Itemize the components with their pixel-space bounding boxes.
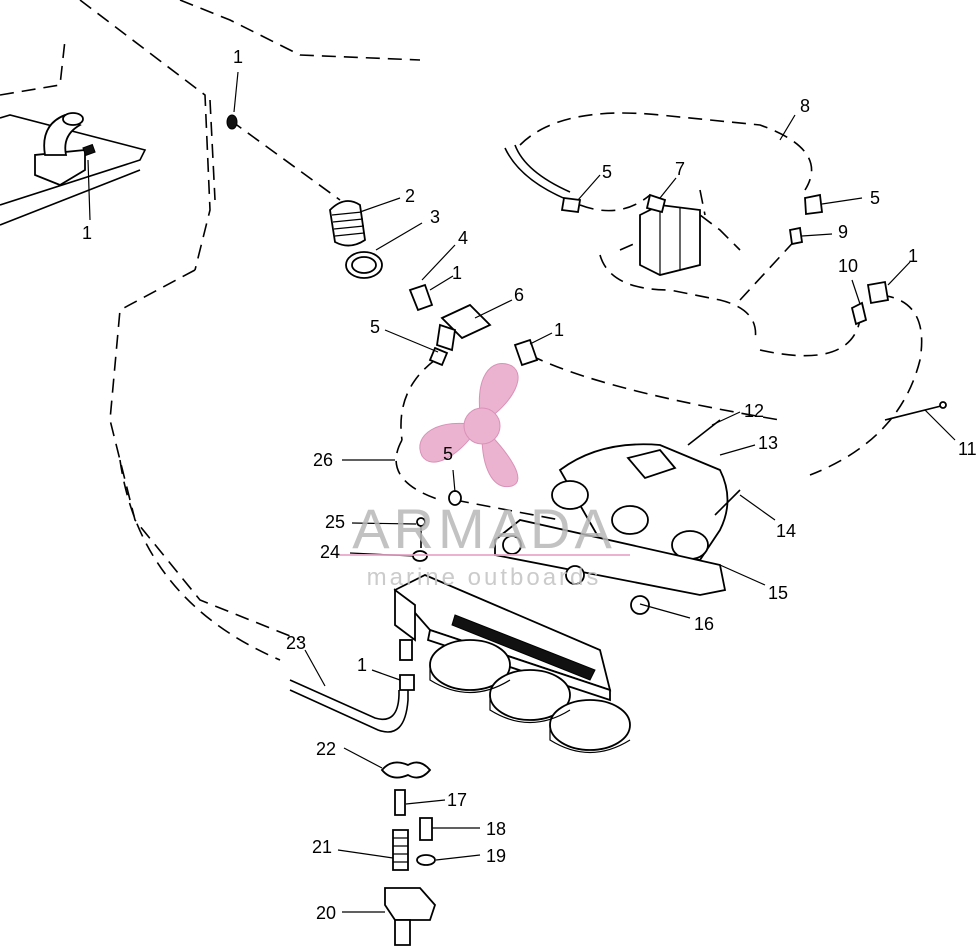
- callout-label: 26: [313, 450, 333, 470]
- hoses: [289, 144, 571, 733]
- hull-outline: [0, 0, 421, 641]
- callout-label: 8: [800, 96, 810, 116]
- callout-label: 2: [405, 186, 415, 206]
- callout-label: 4: [458, 228, 468, 248]
- callout-label: 1: [82, 223, 92, 243]
- brand-tagline: marine outboards: [367, 564, 602, 591]
- callout-label: 12: [744, 401, 764, 421]
- leader-lines: [87, 71, 956, 913]
- callout-labels: 1 1 1 1 1 1 2 3 4 5 5 5 5 6 7 8 9 10 11 …: [82, 47, 976, 923]
- callout-label: 1: [357, 655, 367, 675]
- callout-label: 5: [370, 317, 380, 337]
- callout-label: 5: [870, 188, 880, 208]
- callout-label: 23: [286, 633, 306, 653]
- callout-label: 15: [768, 583, 788, 603]
- exhaust-manifold: [551, 443, 729, 562]
- cylinder-block: [393, 574, 631, 754]
- callout-label: 1: [554, 320, 564, 340]
- elbow-fitting: [34, 112, 96, 187]
- callout-label: 20: [316, 903, 336, 923]
- callout-label: 5: [602, 162, 612, 182]
- callout-label: 14: [776, 521, 796, 541]
- callout-label: 3: [430, 207, 440, 227]
- callout-label: 1: [233, 47, 243, 67]
- callout-label: 7: [675, 159, 685, 179]
- callout-label: 5: [443, 444, 453, 464]
- brand-name: ARMADA: [352, 497, 616, 560]
- callout-label: 1: [452, 263, 462, 283]
- callout-label: 1: [908, 246, 918, 266]
- exhaust-valve-housing: [599, 189, 757, 341]
- callout-label: 17: [447, 790, 467, 810]
- hose-routing: [119, 112, 923, 661]
- callout-label: 18: [486, 819, 506, 839]
- callout-label: 9: [838, 222, 848, 242]
- callout-label: 6: [514, 285, 524, 305]
- small-parts: [226, 114, 947, 946]
- callout-label: 24: [320, 542, 340, 562]
- callout-label: 11: [958, 439, 976, 459]
- callout-label: 25: [325, 512, 345, 532]
- propeller-icon: [419, 363, 519, 488]
- callout-label: 13: [758, 433, 778, 453]
- callout-label: 21: [312, 837, 332, 857]
- callout-label: 22: [316, 739, 336, 759]
- callout-label: 19: [486, 846, 506, 866]
- callout-label: 10: [838, 256, 858, 276]
- armada-watermark: ARMADA marine outboards: [335, 363, 630, 591]
- callout-label: 16: [694, 614, 714, 634]
